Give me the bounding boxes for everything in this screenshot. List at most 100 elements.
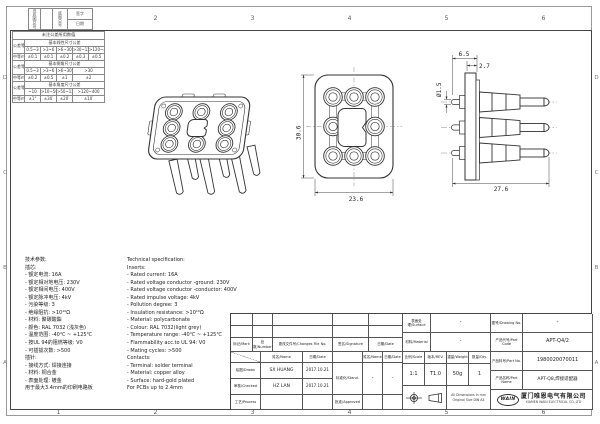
tolerance-table: 未注公差所用数值 公差等级 基本线性尺寸公差 0.5~3 >3~6 >6~30 … [11, 31, 106, 103]
stamp-box-sign-date: 签字 日期 [67, 8, 93, 30]
zone-number: 6 [541, 409, 546, 416]
stamp-sign-label: 签字 [68, 9, 92, 20]
spec-line: - Rated current: 16A [127, 272, 178, 279]
spec-line: - 按UL 94的阻燃等级: V0 [25, 340, 83, 347]
zone-number: 5 [444, 14, 449, 22]
revision-cell [231, 314, 253, 326]
part-name-value: APT-Q8,焊接适配器 [523, 371, 593, 390]
surface-value: - [431, 314, 491, 333]
zone-number: 3 [250, 14, 255, 22]
sub-header-name: 姓名/Name [261, 352, 303, 363]
diagonal-cell [231, 352, 261, 363]
scale-label: 比例/Scale [403, 352, 425, 364]
spec-line: - Pollution degree: 3 [127, 302, 178, 309]
spec-line: For PCBs up to 2.4mm [127, 385, 183, 392]
rev-header-signature: 签名/Signature [333, 338, 369, 352]
tt-cell: ±1 [56, 74, 73, 82]
spec-line: - Surface: hard-gold plated [127, 377, 195, 384]
zone-number: 4 [347, 14, 352, 22]
standardized-name: - [363, 363, 383, 395]
revision-cell [333, 314, 369, 326]
revision-cell [273, 326, 333, 338]
tt-cell: 0.5~3 [24, 67, 41, 75]
spec-line: - 温度范围: -40℃ ~ +125℃ [25, 332, 93, 339]
rev-header-mark: 标记/Mark [231, 338, 253, 352]
approved-name [363, 395, 383, 410]
stamp-label: 底图总号 [58, 11, 63, 27]
sub-header-blank [333, 352, 363, 363]
zone-letters-right: D C B A [593, 30, 600, 410]
spec-line: - 颜色: RAL 7032 (浅灰色) [25, 324, 86, 331]
first-angle-projection-icon [406, 391, 422, 404]
qty-label: 数量/Qty. [469, 352, 491, 364]
revision-cell [333, 326, 369, 338]
spec-english: Technical specification:Inserts:- Rated … [127, 257, 245, 393]
zone-letter: A [594, 359, 599, 366]
tt-cell: >6~30 [56, 46, 73, 54]
surface-label: 表面处理/Surface [403, 314, 431, 333]
drawn-date: 2017.10.21 [303, 363, 333, 379]
spec-line: - 接线方式: 焊接连接 [25, 362, 72, 369]
spec-line: - Rated impulse voltage: 4kV [127, 294, 200, 301]
tt-cell: ±0.1 [24, 53, 41, 61]
revision-cell [253, 326, 273, 338]
zone-number: 6 [541, 14, 546, 22]
tt-cell: 公差等级 [12, 81, 25, 96]
rev-header-date: 日期/Date [369, 338, 403, 352]
spec-chinese: 技术参数:插芯:- 额定电流: 16A- 额定相对地电压: 230V- 额定相间… [25, 257, 127, 393]
projection-symbols [403, 386, 447, 410]
stamp-date-label: 日期 [76, 21, 84, 27]
tt-cell: 中等m [12, 74, 25, 82]
spec-line: 技术参数: [25, 257, 47, 263]
tt-cell: >30 [71, 67, 106, 75]
spec-line: Technical specification: [127, 257, 185, 263]
checked-label: 审核/Checked [231, 379, 261, 395]
zone-letter: D [594, 74, 599, 81]
tt-cell: ±0.1 [40, 53, 57, 61]
spec-line: Contacts: [127, 355, 151, 362]
tt-cell: ±0.2 [56, 53, 73, 61]
zone-letter: D [2, 74, 8, 81]
spec-line: - Flammability acc.to UL 94: V0 [127, 340, 206, 347]
zone-letter: A [3, 359, 7, 366]
part-no-value: 1980020070011 [523, 352, 593, 371]
spec-line: - Terminal: solder terminal [127, 362, 193, 369]
stamp-box-drawing-no: 底图总号 [52, 8, 68, 30]
stamp-label: 旧底图总号 [32, 9, 38, 29]
spec-line: - 污染等级: 3 [25, 302, 55, 309]
spec-line: 用于最大3.4mm的印刷电路板 [25, 385, 93, 392]
projection-cone-icon [428, 392, 442, 403]
revision-cell [369, 326, 403, 338]
standardized-date: - [383, 363, 403, 395]
zone-number: 3 [250, 409, 255, 416]
tt-cell: 中等m [12, 53, 25, 61]
zone-letter: B [594, 264, 599, 271]
zone-letter: C [594, 169, 599, 176]
spec-line: - 可插拔次数: >500 [25, 347, 71, 354]
rev-value: T1.0 [425, 364, 447, 386]
spec-line: - Material: copper alloy [127, 370, 185, 377]
tt-cell: ~10 [24, 88, 41, 96]
tt-cell: 中等m [12, 95, 25, 103]
tt-cell: ±2 [71, 74, 106, 82]
tt-cell: >120~400 [71, 88, 106, 96]
tt-cell: >30~120 [72, 46, 89, 54]
process-date [303, 395, 333, 410]
tt-cell: ±1° [24, 95, 41, 103]
tt-cell: ±30′ [40, 95, 57, 103]
tt-cell: ±0.2 [24, 74, 41, 82]
spec-line: - 额定脉冲电压: 4kV [25, 294, 72, 301]
tt-cell: ±20′ [56, 95, 73, 103]
rev-header-changes: 更改文件号/Changes File No. [273, 338, 333, 352]
approved-label: 批准/Approved [333, 395, 363, 410]
tt-cell: >50~120 [56, 88, 73, 96]
tt-cell: ±0.3 [72, 53, 89, 61]
approved-date [383, 395, 403, 410]
spec-line: - Rated voltage conductor -conductor: 40… [127, 287, 237, 294]
tt-cell: 公差等级 [12, 39, 25, 54]
zone-letter: B [3, 264, 7, 271]
drawing-no-value: - [523, 314, 593, 333]
checked-name: HZ LAN [261, 379, 303, 395]
spec-line: - Rated voltage conductor -ground: 230V [127, 279, 230, 286]
